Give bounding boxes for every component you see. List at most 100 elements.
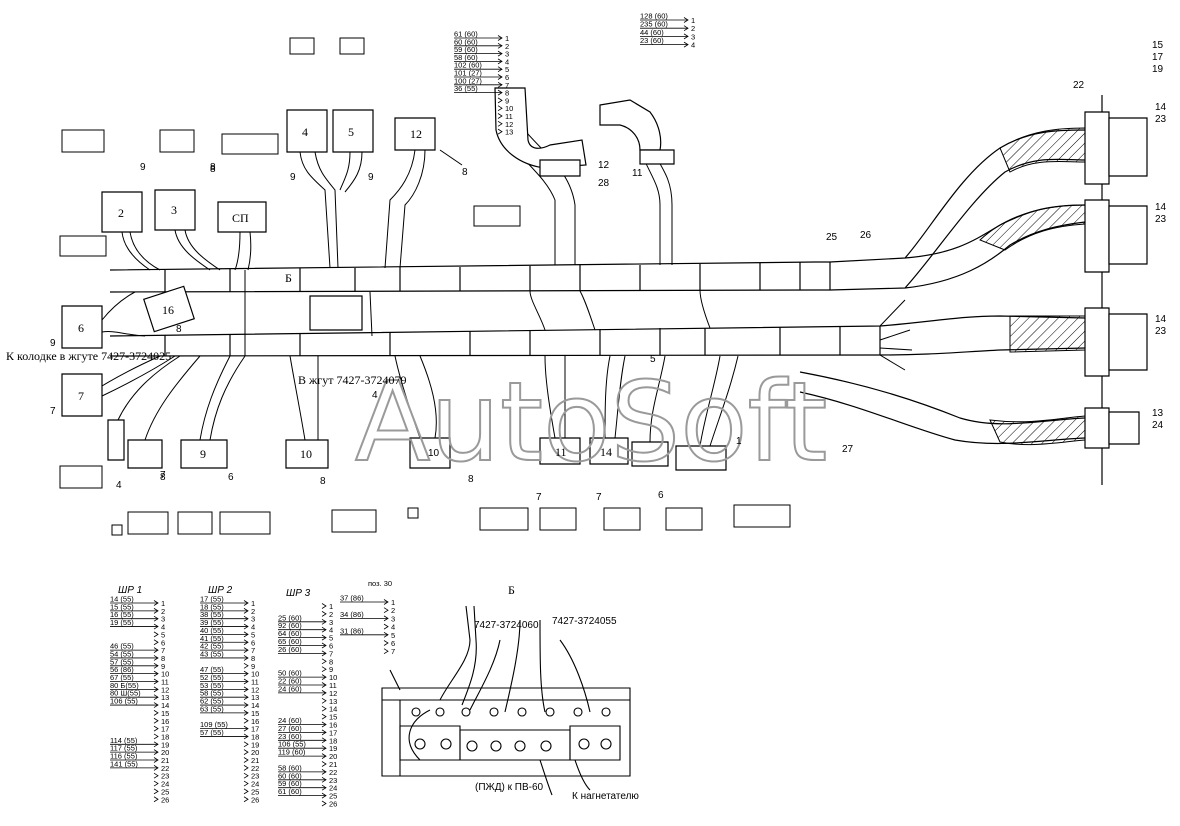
pin-number: 12 [161, 685, 169, 694]
pin-arrow [322, 659, 326, 664]
pin-arrow [154, 781, 158, 786]
table-row: 26 [154, 795, 169, 804]
pin-number: 11 [251, 678, 259, 687]
connector-2 [102, 192, 142, 232]
table-title: ШР 2 [208, 585, 233, 596]
callout: 9 [50, 338, 56, 349]
table-row: 64 (60)5 [278, 629, 333, 643]
pin-number: 1 [329, 602, 333, 611]
pin-number: 2 [691, 24, 695, 33]
pin-arrow [154, 742, 158, 747]
pin-arrow [498, 106, 502, 111]
callout: 7 [536, 492, 542, 503]
wire-label: 114 (55) [110, 736, 138, 745]
callout: 23 [1155, 326, 1167, 337]
table-row: 16 [244, 717, 259, 726]
bottom-note-a: (ПЖД) к ПВ-60 [475, 782, 544, 793]
table-row: 25 (60)3 [278, 613, 333, 627]
wire-label: 23 (60) [278, 732, 302, 741]
pin-number: 2 [161, 607, 165, 616]
pin-arrow [154, 616, 158, 621]
pin-number: 7 [391, 647, 395, 656]
callout: 6 [228, 472, 234, 483]
pin-arrow [154, 655, 158, 660]
callout: 19 [1152, 64, 1164, 75]
table-row: 21 [244, 756, 259, 765]
pin-number: 3 [161, 615, 165, 624]
pin-arrow [154, 608, 158, 613]
callout: 17 [1152, 52, 1164, 63]
pin-number: 24 [329, 784, 337, 793]
pin-number: 8 [505, 89, 509, 98]
table-row: 53 (55)12 [200, 681, 259, 694]
pin-number: 6 [251, 638, 255, 647]
pin-arrow [384, 616, 388, 621]
wire-label: 57 (55) [110, 657, 134, 666]
connector-8m [410, 438, 450, 468]
pin-number: 16 [329, 721, 337, 730]
table-row: 44 (60)3 [640, 28, 695, 41]
pin-arrow [322, 801, 326, 806]
pin-number: 22 [161, 764, 169, 773]
wire-label: 235 (60) [640, 20, 668, 29]
pin-number: 5 [391, 631, 395, 640]
pin-arrow [384, 624, 388, 629]
callout: 1 [736, 436, 742, 447]
table-row: 117 (55)20 [110, 744, 169, 757]
pin-arrow [244, 750, 248, 755]
table-row: 62 (55)14 [200, 697, 259, 710]
connector-3 [155, 190, 195, 230]
pin-arrow [684, 18, 688, 23]
pin-arrow [498, 59, 502, 64]
wire-label: 22 (60) [278, 677, 302, 686]
table-row: 46 (55)7 [110, 642, 165, 655]
callout: 23 [1155, 114, 1167, 125]
pin-arrow [154, 663, 158, 668]
table-row: 7 [384, 647, 395, 656]
callout: 14 [1155, 202, 1167, 213]
angled-plugs [495, 88, 674, 176]
pin-number: 4 [161, 623, 165, 632]
pin-arrow [154, 734, 158, 739]
pin-number: 3 [251, 615, 255, 624]
table-row: 13 [498, 128, 513, 137]
pin-arrow [322, 785, 326, 790]
callout: 9 [140, 162, 146, 173]
table-row: 119 (60)20 [278, 748, 337, 761]
table-row: 56 (86)10 [110, 665, 169, 679]
pin-arrow [322, 667, 326, 672]
table-row: 57 (55) 9 [110, 657, 165, 671]
pin-number: 9 [161, 662, 165, 671]
pin-arrow [244, 695, 248, 700]
wire-label: 44 (60) [640, 28, 664, 37]
pin-arrow [498, 67, 502, 72]
wire-label: 53 (55) [200, 681, 224, 690]
table-row: 100 (27)7 [454, 76, 509, 90]
table-row: 15 (55)2 [110, 602, 165, 616]
center-note: В жгут 7427-3724079 [298, 373, 406, 387]
wire-label: 141 (55) [110, 759, 138, 768]
table-row: 31 (86)5 [340, 626, 395, 640]
detail-b-inset [382, 606, 630, 795]
wire-label: 27 (60) [278, 724, 302, 733]
wire-label: 37 (86) [340, 594, 364, 603]
pin-arrow [322, 769, 326, 774]
pin-number: 20 [161, 748, 169, 757]
pin-number: 13 [329, 697, 337, 706]
table-row: 116 (55)21 [110, 752, 169, 765]
callout: 6 [658, 490, 664, 501]
wire-label: 19 (55) [110, 618, 134, 627]
wire-label: 62 (55) [200, 697, 224, 706]
wire-label: 64 (60) [278, 629, 302, 638]
pin-number: 2 [391, 606, 395, 615]
wire-label: 106 (55) [278, 740, 306, 749]
table-row: 8 [322, 657, 333, 666]
wire-label: 128 (60) [640, 12, 668, 21]
callout: 11 [632, 168, 643, 179]
table-row: 9 [244, 662, 255, 671]
callouts: 9 8 9 9 8 12 28 11 22 15 17 19 14 23 25 … [50, 40, 1167, 503]
pin-number: 26 [161, 795, 169, 804]
table-row: 6 [154, 638, 165, 647]
